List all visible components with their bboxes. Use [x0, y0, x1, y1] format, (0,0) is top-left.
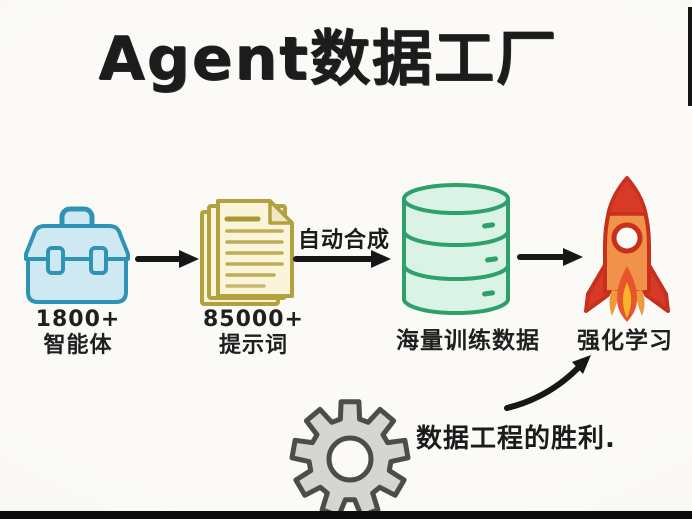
prompts-count: 85000+	[203, 307, 304, 332]
curved-arrow-icon	[504, 355, 591, 411]
outcome-label: 强化学习	[577, 328, 673, 354]
agents-name: 智能体	[43, 333, 113, 358]
arrow-right-icon	[293, 250, 391, 268]
agents-label: 1800+ 智能体	[18, 307, 138, 359]
gear-icon	[289, 399, 411, 519]
prompts-name: 提示词	[218, 333, 288, 358]
documents-icon	[200, 199, 294, 306]
bottom-border-bar	[0, 511, 692, 519]
toolbox-icon	[24, 206, 130, 304]
dataset-label: 海量训练数据	[396, 328, 540, 354]
annotation-text: 数据工程的胜利.	[416, 424, 616, 454]
agents-count: 1800+	[35, 307, 121, 332]
page-title: Agent数据工厂	[98, 24, 558, 94]
arrow-right-icon	[135, 250, 199, 268]
database-icon	[402, 183, 510, 315]
prompts-label: 85000+ 提示词	[196, 307, 311, 359]
rocket-icon	[584, 176, 670, 322]
right-edge-mark	[688, 7, 692, 106]
arrow-right-icon	[517, 248, 583, 266]
process-label: 自动合成	[297, 228, 390, 253]
